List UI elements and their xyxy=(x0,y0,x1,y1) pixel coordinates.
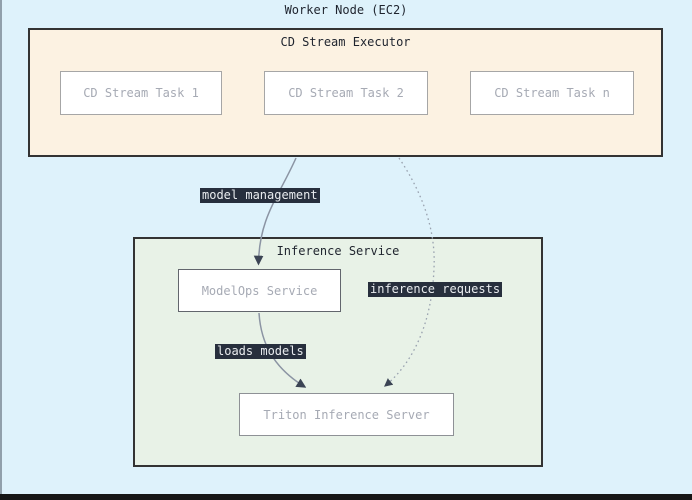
left-edge-line xyxy=(0,0,2,500)
worker-node-title: Worker Node (EC2) xyxy=(284,3,408,17)
bottom-window-edge xyxy=(0,494,692,500)
triton-inference-server-node: Triton Inference Server xyxy=(239,393,454,436)
inference-service-title: Inference Service xyxy=(276,244,400,258)
cd-stream-task-1-node: CD Stream Task 1 xyxy=(60,71,222,115)
cd-stream-task-n-node: CD Stream Task n xyxy=(470,71,634,115)
modelops-service-node: ModelOps Service xyxy=(178,269,341,312)
cd-stream-task-2-node: CD Stream Task 2 xyxy=(264,71,428,115)
edge-label-inference-requests: inference requests xyxy=(368,282,503,297)
edge-label-loads-models: loads models xyxy=(215,344,306,359)
cd-stream-executor-title: CD Stream Executor xyxy=(280,35,411,49)
edge-label-model-management: model management xyxy=(200,188,320,203)
